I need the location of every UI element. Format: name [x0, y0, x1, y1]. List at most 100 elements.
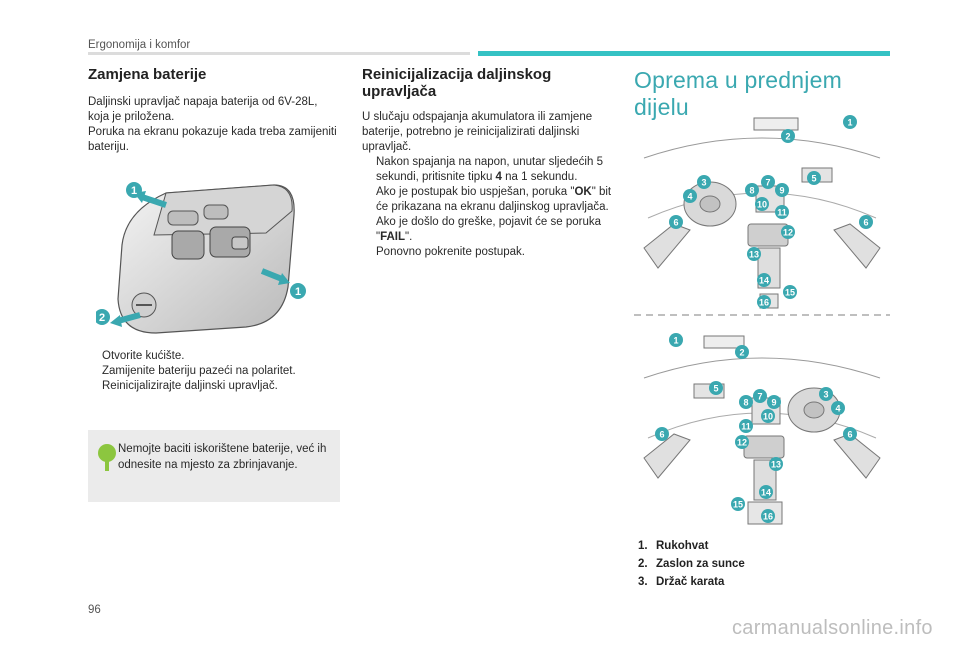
heading-battery-replacement: Zamjena baterije — [88, 66, 207, 83]
battery-step-3: Reinicijalizirajte daljinski upravljač. — [102, 380, 278, 392]
top-callout-label-6: 6 — [673, 218, 678, 228]
top-callout-label-15: 15 — [785, 288, 795, 298]
top-callout-15 — [783, 285, 797, 299]
battery-para2: Poruka na ekranu pokazuje kada treba zam… — [88, 126, 337, 153]
battery-steps: Otvorite kućište. Zamijenite bateriju pa… — [88, 349, 340, 394]
header-accent-bar — [478, 51, 890, 56]
top-callout-label-16: 16 — [759, 298, 769, 308]
top-callout-4 — [683, 189, 697, 203]
top-callout-14 — [757, 273, 771, 287]
top-callout-6 — [859, 215, 873, 229]
callout-2-bottom — [96, 309, 110, 325]
top-callout-label-12: 12 — [783, 228, 793, 238]
top-callout-10 — [755, 197, 769, 211]
bottom-callout-4 — [831, 401, 845, 415]
bottom-callout-label-16: 16 — [763, 512, 773, 522]
bottom-callout-3 — [819, 387, 833, 401]
top-callout-3 — [697, 175, 711, 189]
bottom-callout-label-11: 11 — [741, 422, 751, 432]
equipment-legend: 1.Rukohvat 2.Zaslon za sunce 3.Držač kar… — [638, 537, 745, 591]
bottom-callout-7 — [753, 389, 767, 403]
tree-icon — [98, 444, 116, 471]
top-callout-12 — [781, 225, 795, 239]
callout-2-bottom-label: 2 — [99, 312, 105, 324]
bottom-callout-label-6: 6 — [847, 430, 852, 440]
bottom-callout-12 — [735, 435, 749, 449]
top-callout-label-8: 8 — [749, 186, 754, 196]
header-divider — [88, 52, 470, 55]
top-callout-label-3: 3 — [701, 178, 706, 188]
bottom-callout-label-7: 7 — [757, 392, 762, 402]
callout-1-top — [126, 182, 142, 198]
callout-1-top-label: 1 — [131, 185, 137, 197]
bottom-callout-label-9: 9 — [771, 398, 776, 408]
legend-item: 1.Rukohvat — [638, 540, 709, 552]
remote-battery-figure: 1 1 2 — [96, 182, 306, 334]
bottom-callout-5 — [709, 381, 723, 395]
top-callout-7 — [761, 175, 775, 189]
callout-1-right-label: 1 — [295, 286, 301, 298]
battery-step-2: Zamijenite bateriju pazeći na polaritet. — [102, 365, 296, 377]
reinit-step-2: Ponovno pokrenite postupak. — [376, 246, 525, 258]
bottom-callout-label-4: 4 — [835, 404, 840, 414]
bottom-callout-13 — [769, 457, 783, 471]
bottom-callout-label-2: 2 — [739, 348, 744, 358]
top-callout-9 — [775, 183, 789, 197]
bottom-callout-label-8: 8 — [743, 398, 748, 408]
top-callout-label-7: 7 — [765, 178, 770, 188]
top-callout-11 — [775, 205, 789, 219]
environment-note-text: Nemojte baciti iskorištene baterije, već… — [118, 443, 327, 471]
column-battery-replacement: Zamjena baterije Daljinski upravljač nap… — [88, 66, 340, 155]
battery-step-1: Otvorite kućište. — [102, 350, 185, 362]
watermark: carmanualsonline.info — [732, 617, 933, 639]
bottom-callout-10 — [761, 409, 775, 423]
top-callout-label-4: 4 — [687, 192, 692, 202]
bottom-callout-label-6: 6 — [659, 430, 664, 440]
reinit-para: U slučaju odspajanja akumulatora ili zam… — [362, 111, 593, 153]
bottom-callout-label-1: 1 — [673, 336, 678, 346]
bottom-callout-6 — [655, 427, 669, 441]
bottom-callout-15 — [731, 497, 745, 511]
top-callout-6 — [669, 215, 683, 229]
bottom-callout-label-10: 10 — [763, 412, 773, 422]
figure-divider — [634, 314, 890, 316]
top-callout-2 — [781, 129, 795, 143]
bottom-callout-11 — [739, 419, 753, 433]
bottom-callout-label-14: 14 — [761, 488, 771, 498]
top-callout-1 — [843, 115, 857, 129]
top-callout-label-11: 11 — [777, 208, 787, 218]
callout-1-right — [290, 283, 306, 299]
top-callout-label-9: 9 — [779, 186, 784, 196]
reinit-step-1: Nakon spajanja na napon, unutar sljedeći… — [376, 156, 612, 243]
top-callout-label-1: 1 — [847, 118, 852, 128]
page-number: 96 — [88, 604, 101, 616]
bottom-callout-label-12: 12 — [737, 438, 747, 448]
top-callout-label-13: 13 — [749, 250, 759, 260]
column-front-equipment: Oprema u prednjem dijelu — [634, 66, 896, 121]
bottom-callout-label-13: 13 — [771, 460, 781, 470]
battery-para1: Daljinski upravljač napaja baterija od 6… — [88, 96, 318, 123]
bottom-callout-label-5: 5 — [713, 384, 718, 394]
top-callout-13 — [747, 247, 761, 261]
top-callout-label-10: 10 — [757, 200, 767, 210]
legend-item: 2.Zaslon za sunce — [638, 558, 745, 570]
section-header-title: Ergonomija i komfor — [88, 39, 191, 51]
bottom-callout-14 — [759, 485, 773, 499]
top-callout-label-2: 2 — [785, 132, 790, 142]
environment-note-box: Nemojte baciti iskorištene baterije, već… — [88, 430, 340, 502]
bottom-callout-label-3: 3 — [823, 390, 828, 400]
front-equipment-title: Oprema u prednjem dijelu — [634, 67, 842, 120]
bottom-callout-16 — [761, 509, 775, 523]
top-callout-label-14: 14 — [759, 276, 769, 286]
bottom-callout-2 — [735, 345, 749, 359]
legend-item: 3.Držač karata — [638, 576, 725, 588]
top-callout-16 — [757, 295, 771, 309]
top-callout-label-6: 6 — [863, 218, 868, 228]
top-callout-label-5: 5 — [811, 174, 816, 184]
bottom-callout-8 — [739, 395, 753, 409]
bottom-callout-label-15: 15 — [733, 500, 743, 510]
